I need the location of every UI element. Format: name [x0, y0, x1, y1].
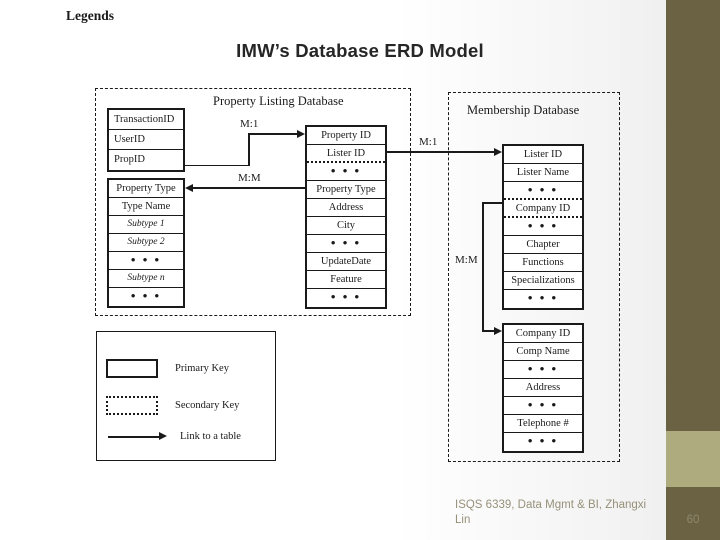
connector-arrow-to-property-type — [185, 183, 193, 192]
entity-row-ellipsis: • • • — [307, 289, 385, 307]
connector-lister-company-seg2 — [482, 202, 484, 332]
entity-row: Subtype 2 — [109, 234, 183, 252]
entity-row: Feature — [307, 271, 385, 289]
entity-row-ellipsis: • • • — [109, 288, 183, 306]
decorative-bar-top — [666, 0, 720, 431]
entity-row-ellipsis: • • • — [307, 163, 385, 181]
page-title: IMW’s Database ERD Model — [236, 40, 484, 61]
connector-lister-company-seg3 — [482, 330, 495, 333]
legend-swatch-secondary-key — [106, 396, 158, 415]
entity-row: Subtype n — [109, 270, 183, 288]
legend-swatch-link-line — [108, 436, 160, 438]
connector-arrow-to-lister — [494, 147, 502, 156]
group-label-membership-database: Membership Database — [467, 103, 580, 117]
entity-property[interactable]: Property ID Lister ID • • • Property Typ… — [305, 125, 387, 309]
entity-row-ellipsis: • • • — [504, 182, 582, 200]
entity-lister[interactable]: Lister ID Lister Name • • • Company ID •… — [502, 144, 584, 310]
legend-label-secondary-key: Secondary Key — [175, 400, 240, 411]
entity-row: UpdateDate — [307, 253, 385, 271]
entity-transaction[interactable]: TransactionID UserID PropID — [107, 108, 185, 172]
entity-row-ellipsis: • • • — [504, 433, 582, 451]
entity-row: Comp Name — [504, 343, 582, 361]
connector-lister-company-seg1 — [482, 202, 503, 204]
entity-row: Address — [504, 379, 582, 397]
entity-row: Functions — [504, 254, 582, 272]
connector-arrow-to-property — [297, 129, 305, 138]
legend-label-link-to-a-table: Link to a table — [180, 431, 241, 442]
entity-company[interactable]: Company ID Comp Name • • • Address • • •… — [502, 323, 584, 453]
connector-transaction-property-seg3 — [248, 133, 298, 136]
group-property-listing-database — [95, 88, 411, 316]
entity-row-ellipsis: • • • — [504, 397, 582, 415]
group-membership-database — [448, 92, 620, 462]
entity-row: Company ID — [504, 325, 582, 343]
connector-arrow-to-company — [494, 326, 502, 335]
entity-row-secondary-key: Company ID — [504, 200, 582, 218]
connector-property-propertytype — [193, 187, 305, 190]
entity-row: Chapter — [504, 236, 582, 254]
cardinality-label-m-m-property-type: M:M — [238, 172, 261, 184]
entity-row: Property Type — [109, 180, 183, 198]
legend-swatch-link-arrow-icon — [159, 432, 167, 440]
connector-property-lister — [387, 151, 495, 154]
entity-row: Specializations — [504, 272, 582, 290]
entity-row: Lister ID — [504, 146, 582, 164]
page-number: 60 — [686, 514, 700, 526]
entity-row-ellipsis: • • • — [504, 361, 582, 379]
entity-row: Telephone # — [504, 415, 582, 433]
entity-row-ellipsis: • • • — [307, 235, 385, 253]
entity-row-ellipsis: • • • — [109, 252, 183, 270]
entity-row: Property Type — [307, 181, 385, 199]
entity-row-secondary-key: Lister ID — [307, 145, 385, 163]
entity-row: Lister Name — [504, 164, 582, 182]
entity-property-type[interactable]: Property Type Type Name Subtype 1 Subtyp… — [107, 178, 185, 308]
entity-row: TransactionID — [109, 110, 183, 130]
entity-row: UserID — [109, 130, 183, 150]
connector-transaction-property-seg2 — [248, 134, 250, 166]
entity-row: PropID — [109, 150, 183, 170]
cardinality-label-m-m-company: M:M — [455, 254, 478, 266]
cardinality-label-m-1-transaction: M:1 — [240, 118, 259, 130]
entity-row-ellipsis: • • • — [504, 218, 582, 236]
entity-row-ellipsis: • • • — [504, 290, 582, 308]
footer-course-info: ISQS 6339, Data Mgmt & BI, Zhangxi Lin — [455, 499, 647, 526]
legend-title: Legends — [65, 8, 114, 23]
entity-row: City — [307, 217, 385, 235]
entity-row: Address — [307, 199, 385, 217]
legend-label-primary-key: Primary Key — [175, 363, 229, 374]
entity-row: Property ID — [307, 127, 385, 145]
group-label-property-listing-database: Property Listing Database — [213, 94, 344, 108]
cardinality-label-m-1-lister: M:1 — [419, 136, 438, 148]
decorative-bar-middle — [666, 431, 720, 487]
entity-row: Type Name — [109, 198, 183, 216]
connector-transaction-property-seg1 — [185, 165, 249, 167]
legend-swatch-primary-key — [106, 359, 158, 378]
decorative-bar-bottom — [666, 487, 720, 540]
entity-row: Subtype 1 — [109, 216, 183, 234]
